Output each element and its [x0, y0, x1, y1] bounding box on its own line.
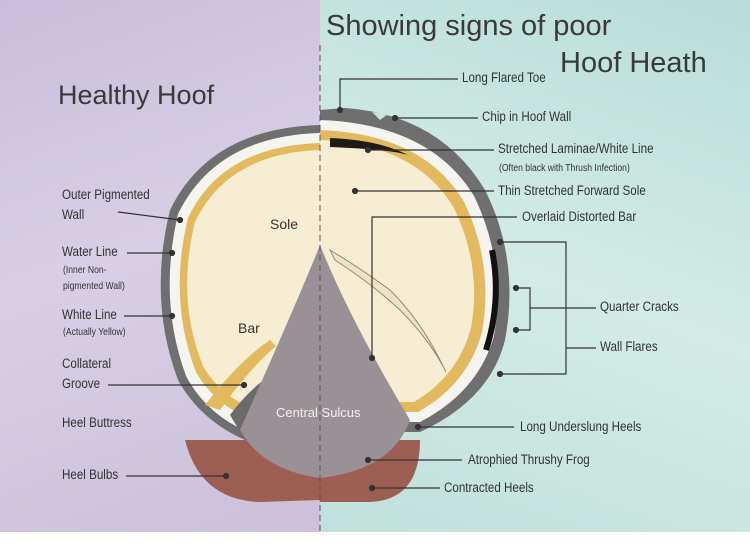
frog-right [320, 245, 410, 478]
label-wall-flares: Wall Flares [600, 339, 658, 354]
label-contracted-heels: Contracted Heels [444, 480, 534, 495]
label-collateral-1: Collateral [62, 356, 112, 371]
label-sole: Sole [270, 216, 299, 232]
right-pointers [336, 78, 596, 492]
label-water-line-note-2: pigmented Wall) [63, 281, 125, 292]
label-white-line-note: (Actually Yellow) [63, 327, 126, 338]
distorted-bar-right [328, 248, 447, 373]
poor-hoof-half [320, 108, 510, 502]
label-thin-stretched-sole: Thin Stretched Forward Sole [498, 183, 646, 198]
label-white-line: White Line [62, 307, 117, 322]
label-bar: Bar [238, 320, 260, 336]
label-heel-buttress: Heel Buttress [62, 415, 132, 430]
label-chip-in-hoof-wall: Chip in Hoof Wall [482, 109, 572, 124]
label-quarter-cracks: Quarter Cracks [600, 299, 679, 314]
label-outer-pigmented-2: Wall [62, 207, 85, 222]
poor-hoof-title-line2: Hoof Heath [560, 47, 707, 79]
label-overlaid-distorted-bar: Overlaid Distorted Bar [522, 209, 637, 224]
label-atrophied-thrushy-frog: Atrophied Thrushy Frog [468, 452, 590, 467]
quarter-crack [483, 249, 499, 351]
bottom-border [0, 532, 750, 547]
label-stretched-laminae: Stretched Laminae/White Line [498, 141, 654, 156]
label-long-flared-toe: Long Flared Toe [462, 70, 546, 85]
label-collateral-2: Groove [62, 376, 101, 391]
label-water-line: Water Line [62, 244, 118, 259]
healthy-hoof-half [160, 125, 320, 502]
label-water-line-note-1: (Inner Non- [63, 265, 107, 276]
stretched-laminae-dark [330, 138, 410, 156]
chip-notch [372, 112, 388, 120]
healthy-hoof-title: Healthy Hoof [58, 80, 215, 110]
label-central-sulcus: Central Sulcus [276, 405, 361, 420]
label-stretched-laminae-note: (Often black with Thrush Infection) [499, 163, 630, 174]
label-long-underslung-heels: Long Underslung Heels [520, 419, 642, 434]
frog-left [240, 245, 320, 478]
label-heel-bulbs: Heel Bulbs [62, 467, 119, 482]
left-pointers [108, 211, 248, 480]
label-outer-pigmented-1: Outer Pigmented [62, 187, 150, 202]
poor-hoof-title-line1: Showing signs of poor [326, 10, 612, 42]
bar-left [205, 340, 276, 410]
